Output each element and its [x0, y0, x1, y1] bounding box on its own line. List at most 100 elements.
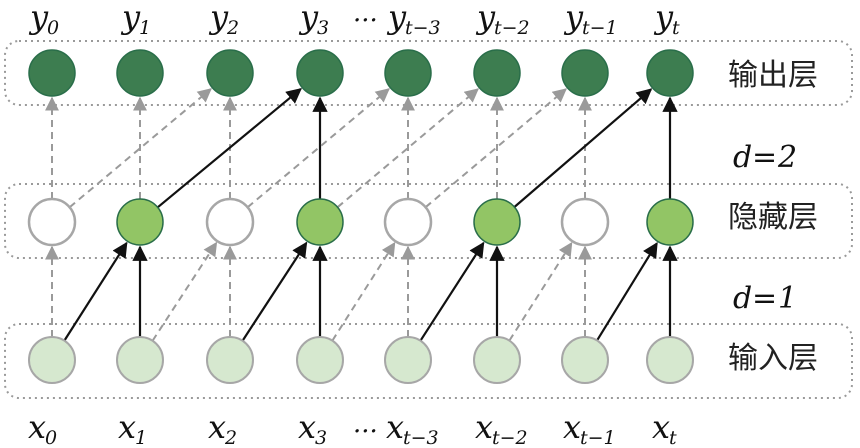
svg-text:t−2: t−2 — [494, 17, 530, 39]
input-label: x2 — [208, 408, 237, 448]
output-node — [384, 49, 432, 97]
hidden-node-active — [116, 198, 164, 246]
output-label: y3 — [298, 0, 329, 39]
svg-text:x: x — [563, 408, 581, 446]
svg-text:1: 1 — [778, 281, 797, 316]
dilation-upper: d = 2 — [733, 140, 797, 175]
svg-text:t−2: t−2 — [492, 427, 528, 448]
edge-hid-out-diagonal — [157, 87, 302, 209]
svg-text:y: y — [475, 0, 496, 36]
svg-text:2: 2 — [226, 17, 239, 39]
output-label: yt−1 — [563, 0, 618, 39]
svg-text:x: x — [652, 408, 670, 446]
svg-text:y: y — [563, 0, 584, 36]
output-node — [28, 49, 76, 97]
edge-hid-out-diagonal — [424, 88, 567, 208]
output-label: y0 — [28, 0, 59, 39]
input-node — [561, 336, 609, 384]
svg-text:d: d — [733, 140, 752, 175]
input-label: xt−3 — [386, 408, 439, 448]
svg-text:3: 3 — [317, 17, 329, 39]
input-node — [296, 336, 344, 384]
svg-text:t: t — [672, 17, 680, 39]
input-layer-box — [4, 323, 853, 399]
edge-in-hid-diagonal — [241, 241, 308, 342]
input-label: x0 — [28, 408, 57, 448]
nodes — [27, 49, 694, 384]
edge-hid-out-diagonal — [68, 88, 212, 209]
edge-in-hid-diagonal — [508, 241, 573, 342]
edge-in-hid-diagonal — [596, 241, 658, 341]
svg-text:t: t — [669, 427, 677, 448]
hidden-node-active — [296, 198, 344, 246]
input-label: x1 — [118, 408, 147, 448]
edge-in-hid-diagonal — [419, 241, 485, 342]
output-label: y1 — [120, 0, 151, 39]
svg-text:0: 0 — [45, 427, 57, 448]
output-node — [561, 49, 609, 97]
dilation-lower: d = 1 — [733, 281, 797, 316]
svg-text:y: y — [298, 0, 319, 36]
input-node — [473, 336, 521, 384]
output-label: yt−3 — [386, 0, 441, 39]
svg-text:=: = — [752, 281, 777, 316]
svg-text:2: 2 — [777, 140, 797, 175]
svg-text:y: y — [653, 0, 674, 36]
svg-text:2: 2 — [224, 427, 237, 448]
input-label: xt — [652, 408, 677, 448]
input-label: x3 — [298, 408, 327, 448]
svg-text:1: 1 — [135, 427, 147, 448]
input-label: xt−2 — [475, 408, 528, 448]
output-node — [116, 49, 164, 97]
output-node — [296, 49, 344, 97]
svg-text:t−1: t−1 — [580, 427, 616, 448]
input-layer-label: 输入层 — [728, 341, 818, 376]
svg-text:1: 1 — [139, 17, 151, 39]
svg-text:x: x — [208, 408, 226, 446]
output-label: yt — [653, 0, 680, 39]
svg-text:t−3: t−3 — [403, 427, 439, 448]
input-node — [28, 336, 76, 384]
input-node — [646, 336, 694, 384]
svg-text:x: x — [28, 408, 46, 446]
svg-text:=: = — [752, 140, 777, 175]
output-ellipsis: ··· — [353, 6, 378, 36]
svg-text:y: y — [208, 0, 229, 36]
svg-text:y: y — [120, 0, 141, 36]
svg-text:x: x — [118, 408, 136, 446]
hidden-layer-label: 隐藏层 — [728, 200, 818, 235]
hidden-node-inactive — [27, 197, 77, 247]
input-node — [206, 336, 254, 384]
input-node — [384, 336, 432, 384]
svg-text:3: 3 — [315, 427, 327, 448]
hidden-node-inactive — [205, 197, 255, 247]
hidden-layer-box — [4, 183, 853, 259]
output-label: yt−2 — [475, 0, 530, 39]
hidden-node-inactive — [560, 197, 610, 247]
hidden-node-active — [473, 198, 521, 246]
svg-text:x: x — [386, 408, 404, 446]
edges — [45, 87, 678, 342]
svg-text:0: 0 — [47, 17, 59, 39]
svg-text:x: x — [298, 408, 316, 446]
output-layer-label: 输出层 — [728, 58, 818, 93]
input-node — [116, 336, 164, 384]
edge-in-hid-diagonal — [331, 241, 396, 342]
edge-hid-out-diagonal — [336, 88, 479, 208]
edge-in-hid-diagonal — [151, 241, 218, 342]
edge-hid-out-diagonal — [246, 88, 390, 209]
hidden-node-active — [646, 198, 694, 246]
svg-text:t−1: t−1 — [582, 17, 618, 39]
output-node — [206, 49, 254, 97]
output-node — [473, 49, 521, 97]
svg-text:y: y — [386, 0, 407, 36]
output-layer-box — [4, 40, 853, 106]
output-node — [646, 49, 694, 97]
svg-text:x: x — [475, 408, 493, 446]
input-label: xt−1 — [563, 408, 616, 448]
edge-hid-out-diagonal — [513, 88, 653, 208]
svg-text:y: y — [28, 0, 49, 36]
svg-text:d: d — [733, 281, 752, 316]
